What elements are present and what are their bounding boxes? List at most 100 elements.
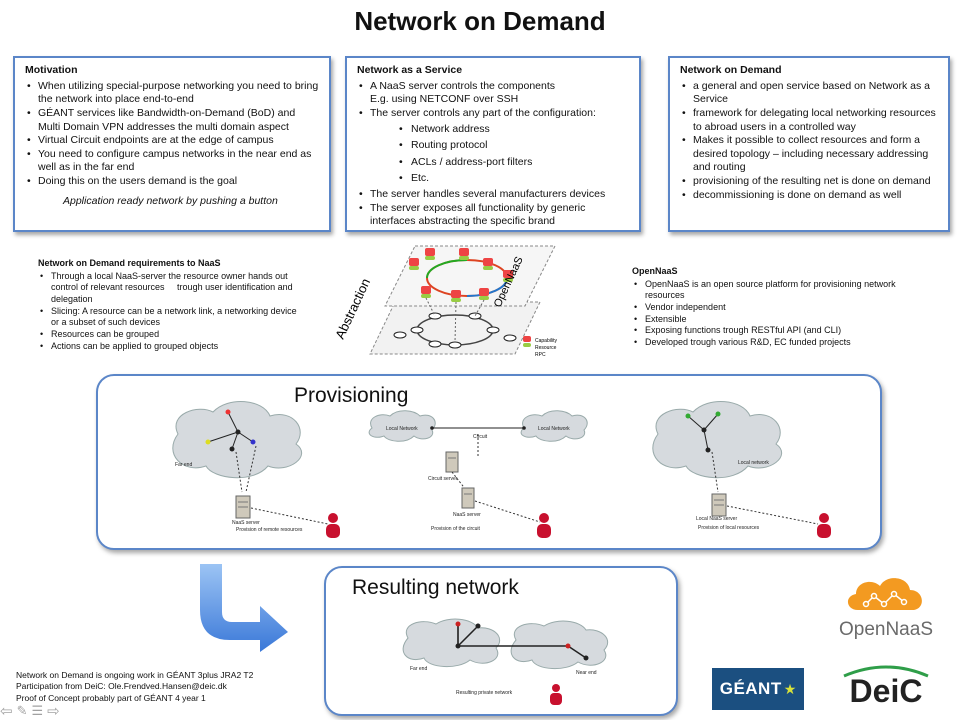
router-icons — [393, 312, 517, 349]
local-network-label: Local Network — [386, 426, 418, 432]
naas-panel: Network as a Service A NaaS server contr… — [345, 56, 641, 232]
cloud-shape — [402, 618, 501, 667]
motivation-heading: Motivation — [25, 64, 78, 76]
menu-icon[interactable]: ☰ — [31, 703, 44, 718]
list-item: Doing this on the users demand is the go… — [25, 175, 319, 189]
list-item-text: A NaaS server controls the components — [370, 79, 556, 92]
list-item: A NaaS server controls the componentsE.g… — [357, 80, 629, 107]
legend-capability: Capability — [535, 338, 557, 344]
opennaas-logo: OpenNaaS — [836, 572, 936, 640]
page-title: Network on Demand — [354, 6, 606, 36]
list-item: Routing protocol — [357, 139, 629, 153]
local-caption: Provision of local resources — [698, 525, 760, 531]
footer-notes: Network on Demand is ongoing work in GÉA… — [16, 670, 253, 704]
naas-heading: Network as a Service — [357, 64, 463, 76]
remote-caption: Provision of remote resources — [236, 527, 303, 533]
list-item: a general and open service based on Netw… — [680, 80, 938, 107]
list-item: Slicing: A resource can be a network lin… — [38, 306, 300, 329]
list-item: The server handles several manufacturers… — [357, 188, 629, 202]
list-item: framework for delegating local networkin… — [680, 107, 938, 134]
user-icon — [550, 684, 562, 705]
abstraction-links — [425, 297, 485, 343]
next-arrow-icon[interactable]: ⇨ — [47, 703, 60, 720]
list-item: Network address — [357, 123, 629, 137]
naas-list: A NaaS server controls the componentsE.g… — [357, 80, 629, 121]
local-network-label: Local Network — [538, 426, 570, 432]
user-icon — [817, 513, 831, 538]
list-item: OpenNaaS is an open source platform for … — [632, 279, 922, 302]
deic-logo-text: DeiC — [849, 673, 923, 709]
server-icon — [711, 493, 727, 517]
cloud-shape — [368, 410, 436, 442]
nod-heading: Network on Demand — [680, 64, 782, 76]
local-network-label: Local network — [738, 460, 769, 466]
user-icon — [537, 513, 551, 538]
list-item: Resources can be grouped — [38, 329, 300, 341]
cloud-shape — [520, 410, 588, 442]
far-end-label: Far end — [175, 462, 193, 468]
capability-icons — [409, 248, 513, 302]
user-icon — [326, 513, 340, 538]
upper-ring-color — [426, 259, 468, 279]
requirements-list: Through a local NaaS-server the resource… — [38, 271, 300, 353]
list-item: Vendor independent — [632, 302, 922, 314]
server-icon — [235, 495, 251, 519]
far-end-label: Far end — [410, 666, 428, 672]
circuit-caption: Provision of the circuit — [431, 526, 480, 532]
requirements-heading: Network on Demand requirements to NaaS — [38, 258, 221, 268]
list-item: provisioning of the resulting net is don… — [680, 175, 938, 189]
legend-rpc: RPC — [535, 352, 546, 358]
naas-sublist: Network address Routing protocol ACLs / … — [357, 123, 629, 187]
deic-arc-icon — [843, 665, 929, 678]
list-item: Etc. — [357, 172, 629, 186]
list-item: Through a local NaaS-server the resource… — [38, 271, 300, 306]
flow-arrow-icon — [200, 564, 288, 652]
list-item: Virtual Circuit endpoints are at the edg… — [25, 134, 319, 148]
list-item-sub: E.g. using NETCONF over SSH — [370, 93, 519, 106]
provisioning-box: Provisioning Far end NaaS server Provisi… — [96, 374, 882, 550]
nod-list: a general and open service based on Netw… — [680, 80, 938, 203]
circuit-server-label: Circuit server — [428, 476, 458, 482]
deic-logo: DeiC — [836, 664, 936, 714]
star-icon: ★ — [783, 680, 797, 697]
naas-list-2: The server handles several manufacturers… — [357, 188, 629, 229]
naas-server-label: NaaS server — [232, 520, 260, 526]
provisioning-heading: Provisioning — [294, 384, 409, 407]
near-end-label: Near end — [576, 670, 597, 676]
cloud-shape — [652, 400, 783, 479]
provisioning-remote-scenario — [172, 400, 340, 538]
abstraction-label: Abstraction — [332, 276, 373, 341]
resulting-network-diagram — [402, 618, 609, 705]
list-item: The server exposes all functionality by … — [357, 202, 629, 229]
server-icon — [461, 487, 475, 509]
slide-nav: ⇦ ✎ ☰ ⇨ — [0, 702, 100, 720]
previous-arrow-icon[interactable]: ⇦ — [0, 703, 13, 720]
list-item: GÉANT services like Bandwidth-on-Demand … — [25, 107, 319, 134]
list-item: You need to configure campus networks in… — [25, 148, 319, 175]
footer-line: Network on Demand is ongoing work in GÉA… — [16, 670, 254, 680]
provisioning-circuit-scenario — [368, 410, 588, 538]
opennaas-cloud-icon — [847, 578, 922, 610]
opennaas-logo-text: OpenNaaS — [838, 619, 933, 640]
nod-panel: Network on Demand a general and open ser… — [668, 56, 950, 232]
list-item: Makes it possible to collect resources a… — [680, 134, 938, 175]
list-item: Exposing functions trough RESTful API (a… — [632, 325, 922, 337]
requirements-section: Network on Demand requirements to NaaS T… — [38, 258, 300, 353]
upper-plane — [384, 245, 556, 307]
pen-icon[interactable]: ✎ — [16, 703, 28, 718]
resulting-heading: Resulting network — [352, 576, 519, 599]
list-item: Developed trough various R&D, EC funded … — [632, 337, 922, 349]
footer-line: Participation from DeiC: Ole.Frendved.Ha… — [16, 681, 227, 692]
cloud-shape — [172, 400, 303, 479]
list-item: Actions can be applied to grouped object… — [38, 341, 300, 353]
server-icon — [445, 451, 459, 473]
list-item: Extensible — [632, 314, 922, 326]
legend-resource: Resource — [535, 345, 557, 351]
geant-logo-text: GÉANT — [719, 679, 782, 698]
opennaas-heading: OpenNaaS — [632, 266, 678, 276]
abstraction-diagram: Capability Resource RPC Abstraction Open… — [332, 245, 557, 358]
geant-logo: GÉANT ★ — [712, 668, 804, 710]
provisioning-local-scenario — [652, 400, 831, 538]
control-link — [235, 451, 243, 493]
motivation-panel: Motivation When utilizing special-purpos… — [13, 56, 331, 232]
